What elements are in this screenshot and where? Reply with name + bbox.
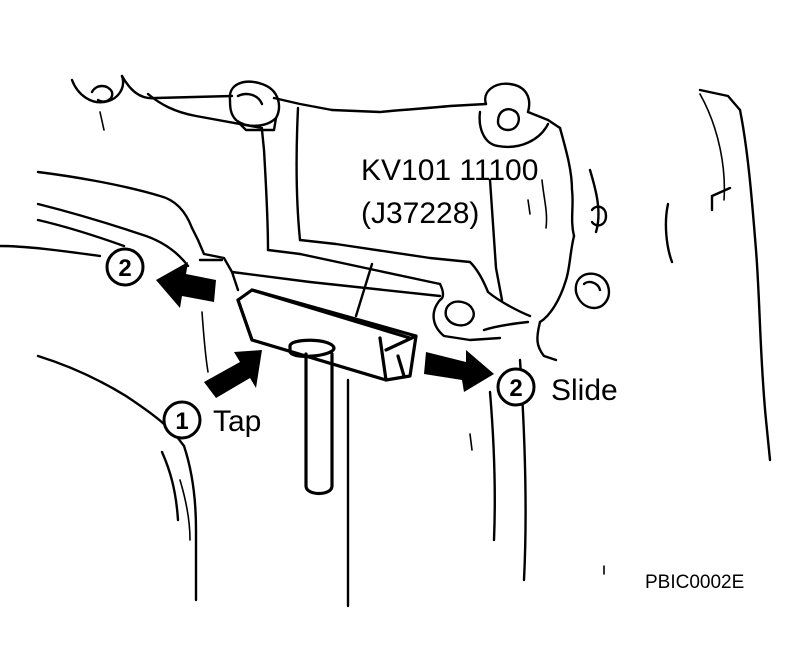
slide-left-arrow (156, 262, 216, 308)
step-number: 2 (118, 255, 131, 282)
step-circle (162, 400, 202, 440)
step-2-left-callout: 2 (105, 247, 145, 287)
tap-arrow (204, 350, 262, 398)
slide-label: Slide (551, 374, 618, 407)
tool-part-number: KV101 11100 (361, 154, 538, 187)
tool-label: KV101 11100 (J37228) (361, 154, 538, 230)
figure-code: PBIC0002E (645, 572, 744, 593)
step-number: 2 (509, 375, 522, 402)
step-1-tap-callout: 1 Tap (162, 400, 261, 440)
special-tool (236, 262, 418, 496)
step-circle (496, 367, 536, 407)
step-number: 1 (175, 408, 188, 435)
housing-lineart (0, 74, 772, 608)
step-circle (105, 247, 145, 287)
slide-right-arrow (424, 350, 494, 392)
tap-label: Tap (213, 405, 261, 438)
direction-arrows (156, 262, 494, 398)
step-2-slide-callout: 2 Slide (496, 367, 618, 407)
tool-alt-number: (J37228) (361, 197, 479, 230)
